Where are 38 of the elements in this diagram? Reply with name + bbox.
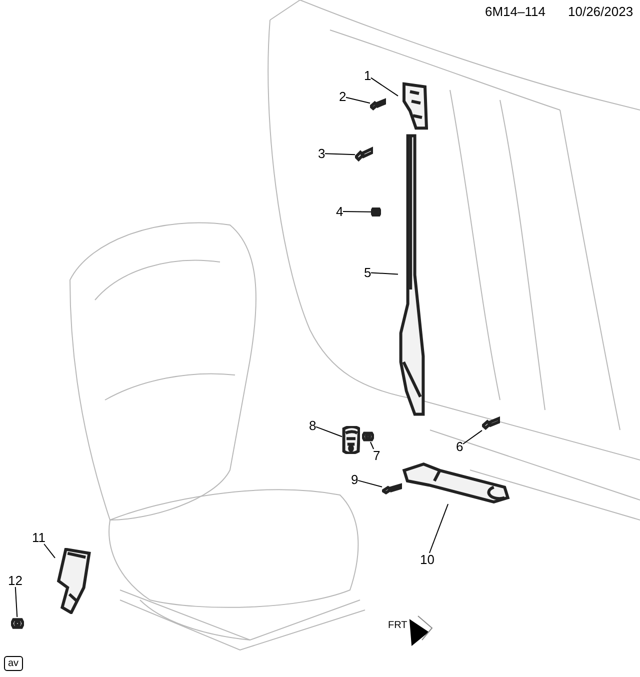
drawing-number: 6M14–114 <box>485 4 546 19</box>
bolt-icon <box>370 98 386 112</box>
callout-number: 4 <box>336 205 344 218</box>
callout-number: 7 <box>373 449 380 462</box>
leader-line <box>324 153 356 156</box>
date-label: 10/26/2023 <box>568 4 634 19</box>
buckle-drawing <box>55 548 91 614</box>
callout-number: 1 <box>364 69 372 82</box>
callout-number: 5 <box>364 266 372 279</box>
leader-line <box>358 480 382 488</box>
leader-line <box>342 211 372 212</box>
leader-line <box>370 77 398 96</box>
callout-number: 12 <box>8 574 22 587</box>
callout-number: 11 <box>32 531 46 544</box>
nut-icon <box>362 431 374 442</box>
callout-number: 9 <box>351 473 358 486</box>
anchor-drawing <box>402 462 510 504</box>
callout-number: 8 <box>309 419 316 432</box>
leader-line <box>346 96 370 104</box>
direction-label: FRT <box>388 620 408 631</box>
bolt-icon <box>382 483 402 496</box>
callout-number: 3 <box>318 147 326 160</box>
cover-drawing <box>342 426 360 454</box>
nut-icon <box>371 207 381 217</box>
bolt-icon <box>355 146 373 164</box>
leader-line <box>44 544 56 558</box>
leader-line <box>370 442 374 450</box>
callout-number: 2 <box>339 90 346 103</box>
leader-line <box>370 272 398 275</box>
callout-number: 6 <box>456 440 464 453</box>
view-code-label: av <box>4 656 23 671</box>
bolt-icon <box>482 416 500 432</box>
leader-line <box>462 430 482 444</box>
callout-number: 10 <box>420 553 434 566</box>
nut-icon <box>11 617 24 630</box>
leader-line <box>428 504 449 554</box>
leader-line <box>316 426 342 438</box>
leader-line <box>14 586 18 618</box>
